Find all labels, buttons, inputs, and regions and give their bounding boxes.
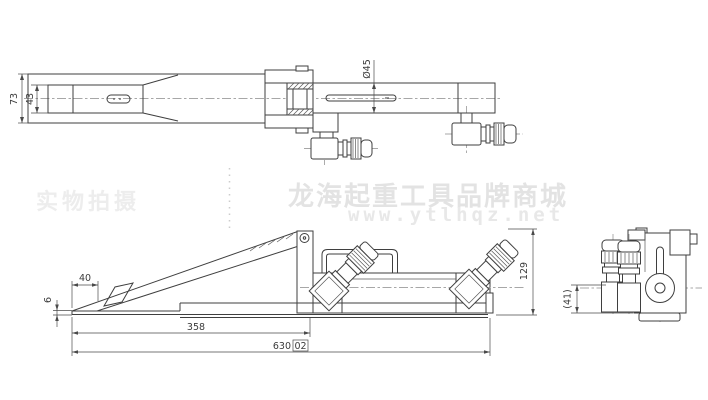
dim-label-41: (41) (563, 289, 574, 309)
dim-label-630-box: 02 (294, 341, 306, 352)
dim-cylinder-diameter: Ø45 (362, 59, 376, 113)
end-view-knob-right (617, 240, 641, 313)
dim-overall-height: 129 (496, 228, 537, 316)
dim-tip-thickness: 6 (43, 297, 72, 327)
dim-overall-length: 630 02 (72, 318, 491, 356)
side-view-drawing: 40 6 358 (43, 228, 537, 356)
dim-label-43: 43 (25, 93, 36, 105)
dim-label-73: 73 (9, 93, 20, 105)
dim-overall-width: 73 (9, 73, 30, 124)
watermark-brand: 龙海起重工具品牌商城 (288, 182, 569, 212)
top-view-valve-right (445, 106, 523, 153)
cylinder-bore (645, 273, 675, 303)
side-view-valve-right (448, 239, 519, 310)
dim-port-height: (41) (563, 284, 633, 314)
pivot-pin (299, 233, 310, 243)
top-view-drawing: 73 43 Ø45 (9, 59, 523, 165)
arm-hatching (249, 233, 294, 252)
dim-label-630: 630 (273, 341, 291, 352)
wedge-plate (102, 282, 135, 307)
watermark-website: www.ytlhqz.net (348, 204, 565, 226)
top-view-valve-left (304, 112, 378, 165)
dim-wedge-length: 358 (71, 317, 311, 356)
end-view-drawing: (41) (563, 227, 702, 324)
dim-jaw-opening: 43 (25, 84, 48, 114)
side-view-valve-left (308, 241, 379, 312)
dim-label-d45: Ø45 (362, 59, 373, 79)
dim-label-129: 129 (519, 262, 530, 280)
dim-label-6: 6 (43, 297, 54, 303)
dim-tip-length: 40 (71, 273, 99, 308)
dim-label-40: 40 (79, 273, 91, 284)
dim-label-358: 358 (187, 322, 205, 333)
watermark-photo-label: 实物拍摄 (36, 190, 141, 215)
